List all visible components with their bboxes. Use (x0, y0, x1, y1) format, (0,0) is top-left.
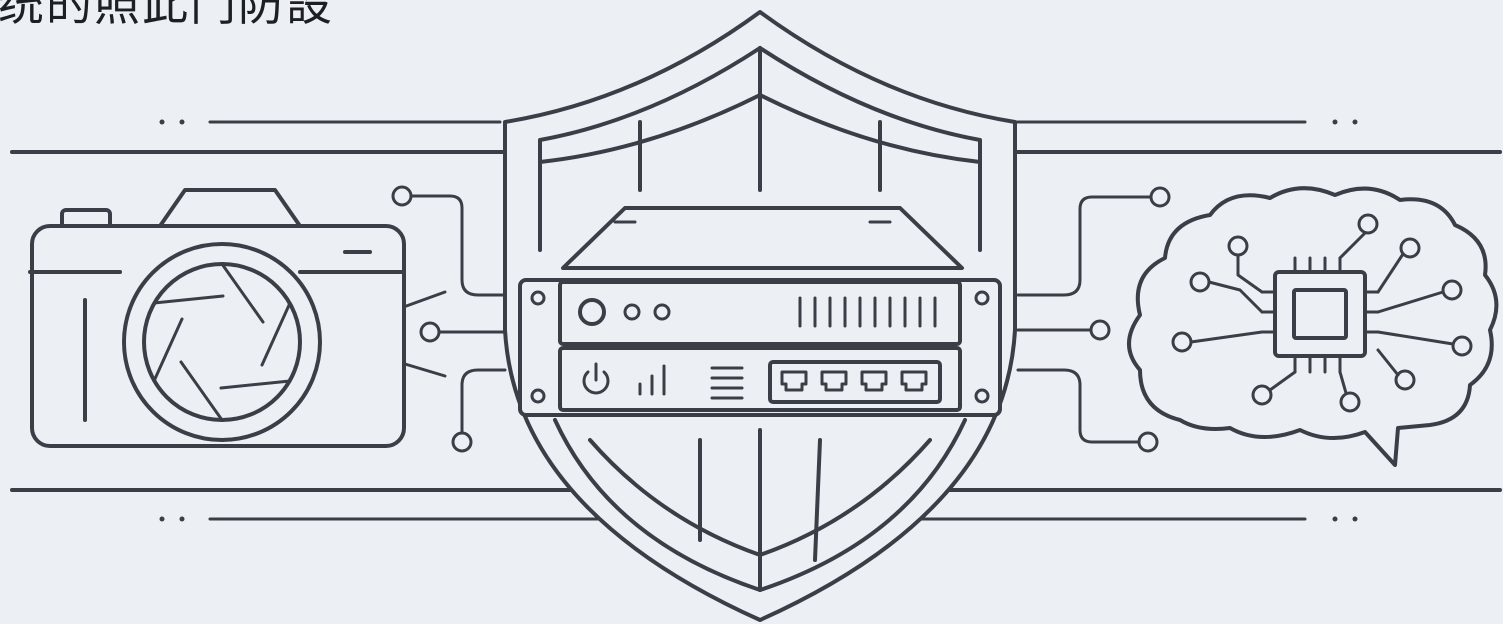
brain-chip-icon (1129, 188, 1496, 465)
camera-icon (30, 190, 404, 446)
network-device-icon (520, 208, 1000, 415)
